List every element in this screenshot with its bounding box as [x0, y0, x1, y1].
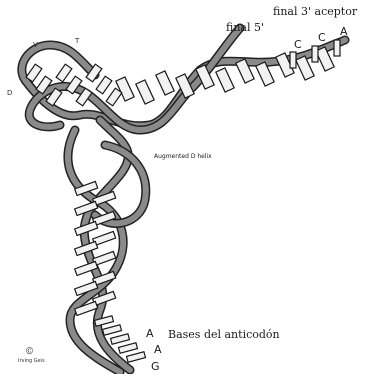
copyright-symbol: ©	[25, 347, 34, 357]
small-v-label: V	[33, 41, 38, 49]
acceptor-end-label: final 3' aceptor	[273, 6, 357, 17]
small-t-label: T	[75, 37, 79, 45]
base-pair-rung	[56, 64, 72, 82]
anticodon-loop-base	[119, 343, 138, 353]
acceptor-base-c2: C	[318, 31, 326, 44]
augmented-d-helix-label: Augmented D helix	[154, 154, 212, 160]
anticodon-bases-label: Bases del anticodón	[168, 329, 280, 340]
anticodon-base-3: G	[151, 360, 160, 373]
acceptor-base-a: A	[340, 25, 348, 38]
base-pair-rung	[156, 71, 174, 95]
anticodon-loop-base	[103, 325, 122, 335]
base-pair-rung	[136, 80, 154, 104]
base-pair-rung	[26, 64, 42, 82]
anticodon-loop-base	[111, 334, 130, 344]
base-pair-rung	[96, 76, 112, 94]
anticodon-base-2: A	[154, 343, 162, 356]
acceptor-tail-base	[334, 40, 340, 56]
anticodon-loop-base	[127, 352, 146, 362]
copyright-credit: Irving Geis	[18, 359, 45, 365]
acceptor-tail-base	[290, 52, 296, 68]
base-pair-rung	[216, 68, 234, 92]
anticodon-base-1: A	[146, 327, 154, 340]
acceptor-base-c1: C	[294, 38, 302, 51]
small-d-label: D	[7, 89, 12, 97]
d-arm-ribbon	[95, 145, 146, 223]
five-prime-end-label: final 5'	[226, 22, 264, 33]
base-pair-rung	[106, 88, 122, 106]
acceptor-tail-base	[312, 46, 318, 62]
